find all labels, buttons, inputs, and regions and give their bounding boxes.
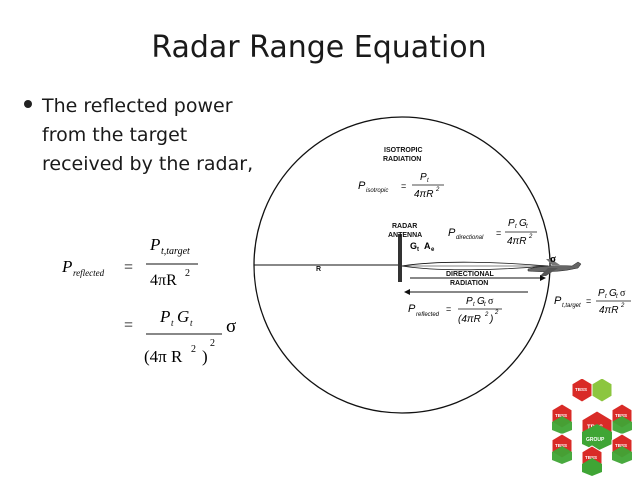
slide-title: Radar Range Equation — [151, 30, 487, 65]
eq2-den-outer-sup: 2 — [210, 338, 215, 349]
isotropic-label-1: ISOTROPIC — [384, 147, 423, 154]
svg-text:TBSS: TBSS — [585, 455, 597, 460]
logo-hex-upper-left: TBSS — [551, 403, 573, 434]
svg-text:2: 2 — [484, 312, 489, 318]
p-reflected-formula: P reflected = P t G t σ (4πR 2 ) 2 — [408, 296, 502, 325]
svg-text:t: t — [473, 302, 475, 308]
svg-text:=: = — [496, 228, 501, 238]
directional-label-1: DIRECTIONAL — [446, 271, 495, 278]
eq2-num-b: G — [177, 307, 189, 326]
logo-hex-lower-left: TBSS — [551, 433, 573, 464]
svg-text:t: t — [605, 294, 607, 300]
svg-text:P: P — [448, 227, 456, 239]
svg-text:P: P — [554, 295, 562, 307]
svg-text:G: G — [477, 296, 485, 307]
p-isotropic-formula: P isotropic = P t 4πR 2 — [358, 172, 444, 200]
svg-text:σ: σ — [620, 288, 626, 299]
svg-text:G: G — [519, 218, 527, 229]
logo-hex-bottom: TBSS — [581, 445, 603, 476]
sigma-label: σ — [550, 253, 556, 265]
svg-text:P: P — [508, 218, 515, 229]
svg-text:(4πR: (4πR — [458, 314, 481, 325]
logo-hex-upper-right: TBSS — [611, 403, 633, 434]
aperture-label: A — [424, 241, 431, 251]
svg-text:2: 2 — [494, 310, 499, 316]
radar-antenna-label-2: ANTENNA — [388, 232, 422, 239]
directional-label-2: RADIATION — [450, 280, 488, 287]
eq2-den: (4π R — [144, 347, 183, 366]
p-target-formula: P t,target = P t G t σ 4πR 2 — [554, 288, 631, 316]
svg-text:4πR: 4πR — [414, 189, 433, 200]
eq-equals-2: = — [124, 317, 133, 334]
svg-text:2: 2 — [435, 187, 440, 193]
svg-text:P: P — [420, 172, 427, 183]
bullet-text: The reflected power from the target rece… — [42, 95, 254, 175]
svg-text:4πR: 4πR — [599, 305, 618, 316]
svg-text:G: G — [609, 288, 617, 299]
svg-text:t: t — [515, 224, 517, 230]
svg-text:TBSS: TBSS — [555, 413, 567, 418]
svg-text:TBSS: TBSS — [615, 413, 627, 418]
svg-text:2: 2 — [620, 303, 625, 309]
svg-text:t: t — [484, 302, 486, 308]
svg-text:=: = — [446, 304, 451, 314]
svg-text:t: t — [427, 178, 429, 184]
logo-hex-lower-right: TBSS — [611, 433, 633, 464]
range-label: R — [316, 266, 321, 273]
eq1-num: P — [149, 235, 160, 254]
svg-text:=: = — [586, 296, 591, 306]
svg-text:t: t — [616, 294, 618, 300]
bullet-dot — [24, 100, 32, 108]
eq2-den-close: ) — [202, 347, 208, 366]
svg-text:directional: directional — [456, 235, 484, 241]
svg-text:TBSS: TBSS — [575, 387, 587, 392]
svg-text:isotropic: isotropic — [366, 188, 388, 194]
eq2-num-b-sub: t — [190, 318, 193, 328]
eq-lhs: P — [61, 257, 72, 276]
svg-text:P: P — [466, 296, 473, 307]
svg-text:2: 2 — [528, 234, 533, 240]
svg-text:t,target: t,target — [562, 303, 581, 309]
eq1-den-sup: 2 — [185, 268, 190, 279]
logo-hex-top: TBSS — [571, 377, 613, 403]
svg-text:σ: σ — [488, 296, 494, 307]
eq-lhs-sub: reflected — [73, 268, 105, 278]
gain-sub: t — [417, 247, 419, 253]
logo-hex-center: TBSS GROUP — [581, 410, 613, 451]
eq2-num-a-sub: t — [171, 318, 174, 328]
p-directional-formula: P directional = P t G t 4πR 2 — [448, 218, 537, 247]
svg-text:): ) — [489, 314, 493, 325]
aircraft-icon — [527, 259, 582, 276]
radar-antenna — [398, 234, 402, 282]
gain-label: G — [410, 241, 417, 251]
svg-text:reflected: reflected — [416, 312, 440, 318]
svg-text:GROUP: GROUP — [586, 437, 605, 443]
aperture-sub: e — [431, 247, 435, 253]
svg-text:TBSS: TBSS — [555, 443, 567, 448]
left-equation: P reflected = P t,target 4πR 2 = P t G t… — [61, 235, 236, 366]
radar-diagram: R ISOTROPIC RADIATION RADAR ANTENNA G t … — [253, 116, 631, 414]
eq-equals-1: = — [124, 259, 133, 276]
bullet-item: The reflected power from the target rece… — [22, 92, 272, 179]
eq2-den-sup: 2 — [191, 344, 196, 355]
svg-text:P: P — [598, 288, 605, 299]
eq2-num-a: P — [159, 307, 170, 326]
eq2-sigma: σ — [226, 316, 236, 337]
svg-text:P: P — [358, 180, 366, 192]
eq1-den: 4πR — [150, 272, 177, 289]
isotropic-label-2: RADIATION — [383, 156, 421, 163]
tbss-logo: TBSS TBSS TBSS TBSS GROUP TBSS TBSS — [551, 377, 633, 476]
svg-text:=: = — [401, 181, 406, 191]
svg-text:t: t — [526, 224, 528, 230]
svg-text:TBSS: TBSS — [615, 443, 627, 448]
svg-text:P: P — [408, 303, 416, 315]
radar-antenna-label-1: RADAR — [392, 223, 417, 230]
svg-text:4πR: 4πR — [507, 236, 526, 247]
eq1-num-sub: t,target — [161, 246, 190, 257]
